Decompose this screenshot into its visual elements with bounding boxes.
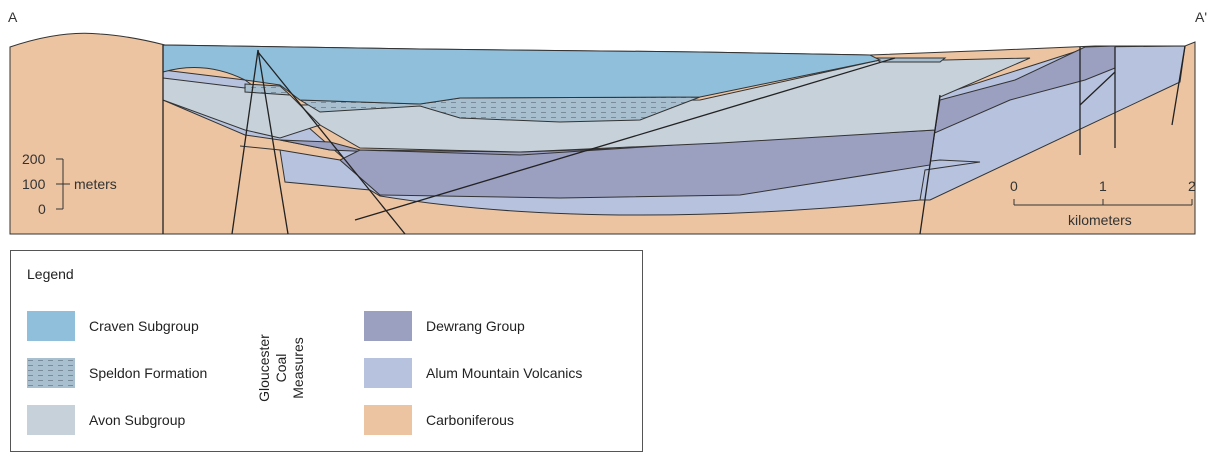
- section-start-label: A: [8, 9, 17, 25]
- legend-label-alum-mountain-volcanics: Alum Mountain Volcanics: [426, 365, 582, 381]
- legend-label-dewrang-group: Dewrang Group: [426, 318, 525, 334]
- vertical-scale-tick-0: 0: [38, 201, 46, 217]
- legend-label-craven-subgroup: Craven Subgroup: [89, 318, 199, 334]
- legend-swatch-dewrang-group: [364, 311, 412, 341]
- vertical-scale-tick-100: 100: [22, 176, 45, 192]
- legend: Legend Craven Subgroup Speldon Formation…: [10, 250, 643, 452]
- legend-label-speldon-formation: Speldon Formation: [89, 365, 207, 381]
- legend-title: Legend: [27, 266, 74, 282]
- legend-group-label-text: Gloucester Coal Measures: [256, 323, 307, 413]
- legend-swatch-carboniferous: [364, 405, 412, 435]
- legend-group-label: Gloucester Coal Measures: [256, 310, 296, 426]
- legend-label-avon-subgroup: Avon Subgroup: [89, 412, 185, 428]
- legend-swatch-craven-subgroup: [27, 311, 75, 341]
- geologic-cross-section: [0, 0, 1213, 240]
- legend-swatch-avon-subgroup: [27, 405, 75, 435]
- legend-swatch-alum-mountain-volcanics: [364, 358, 412, 388]
- section-end-label: A': [1195, 9, 1207, 25]
- horizontal-scale-tick-0: 0: [1010, 178, 1018, 194]
- horizontal-scale-tick-1: 1: [1099, 178, 1107, 194]
- legend-swatch-speldon-formation: [27, 358, 75, 388]
- legend-label-carboniferous: Carboniferous: [426, 412, 514, 428]
- vertical-scale-tick-200: 200: [22, 151, 45, 167]
- horizontal-scale-tick-2: 2: [1188, 178, 1196, 194]
- vertical-scale-unit: meters: [74, 176, 117, 192]
- horizontal-scale-unit: kilometers: [1068, 212, 1132, 228]
